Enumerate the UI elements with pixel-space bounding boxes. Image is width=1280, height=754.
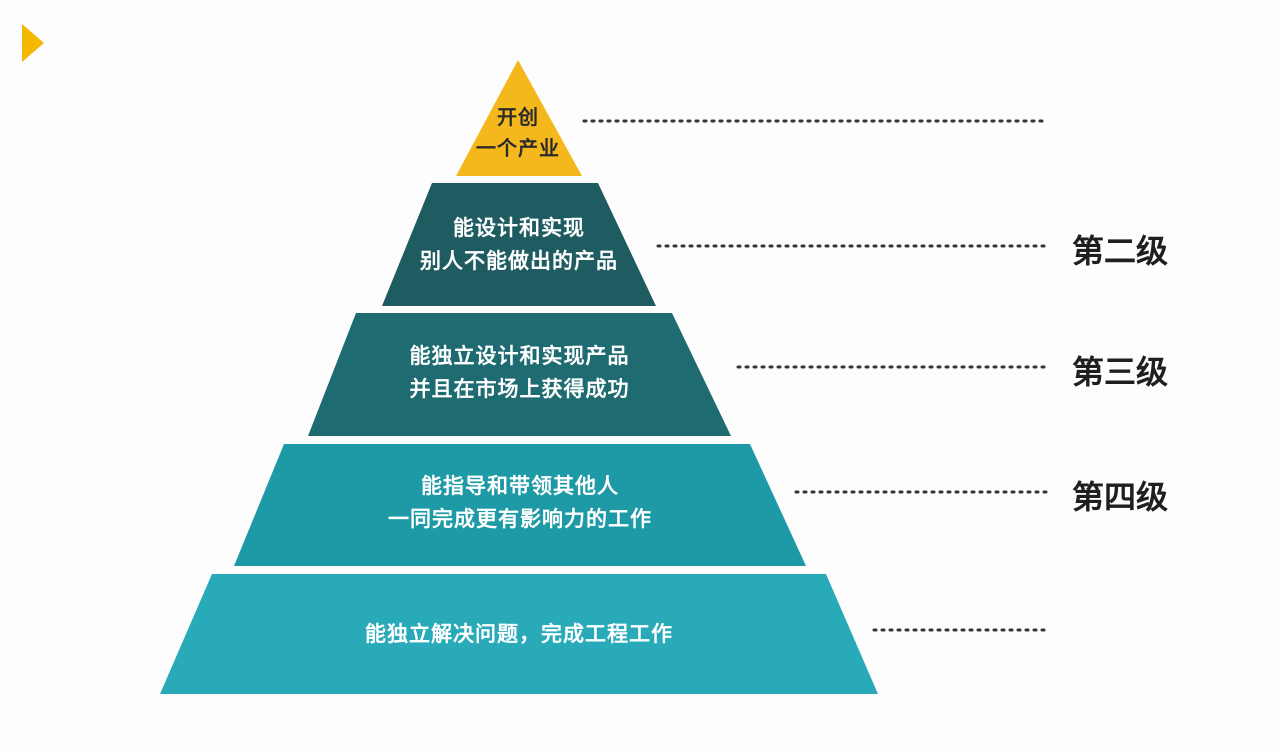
pyramid-layer-3	[308, 313, 731, 436]
level-label-4: 第四级	[1072, 478, 1169, 516]
layer-5-text: 能独立解决问题，完成工程工作	[160, 618, 878, 651]
layer-1-line-1: 开创	[497, 105, 539, 129]
play-triangle-icon	[22, 24, 44, 62]
level-label-2: 第二级	[1072, 232, 1169, 270]
pyramid-layer-4	[234, 444, 806, 566]
pyramid-layer-2	[382, 183, 656, 306]
level-label-3: 第三级	[1072, 353, 1169, 391]
layer-3-line-2: 并且在市场上获得成功	[409, 377, 630, 401]
layer-3-text: 能独立设计和实现产品 并且在市场上获得成功	[308, 340, 731, 406]
layer-4-line-1: 能指导和带领其他人	[421, 474, 619, 498]
layer-4-text: 能指导和带领其他人 一同完成更有影响力的工作	[234, 470, 806, 536]
pyramid-layer-5	[160, 574, 878, 694]
layer-2-line-1: 能设计和实现	[453, 216, 585, 240]
pyramid-tip	[456, 60, 582, 176]
layer-1-line-2: 一个产业	[476, 136, 560, 160]
layer-4-line-2: 一同完成更有影响力的工作	[388, 507, 652, 531]
layer-2-text: 能设计和实现 别人不能做出的产品	[382, 212, 656, 278]
layer-5-line-1: 能独立解决问题，完成工程工作	[365, 622, 673, 646]
layer-2-line-2: 别人不能做出的产品	[420, 249, 618, 273]
layer-1-text: 开创 一个产业	[458, 102, 578, 164]
layer-3-line-1: 能独立设计和实现产品	[409, 344, 630, 368]
